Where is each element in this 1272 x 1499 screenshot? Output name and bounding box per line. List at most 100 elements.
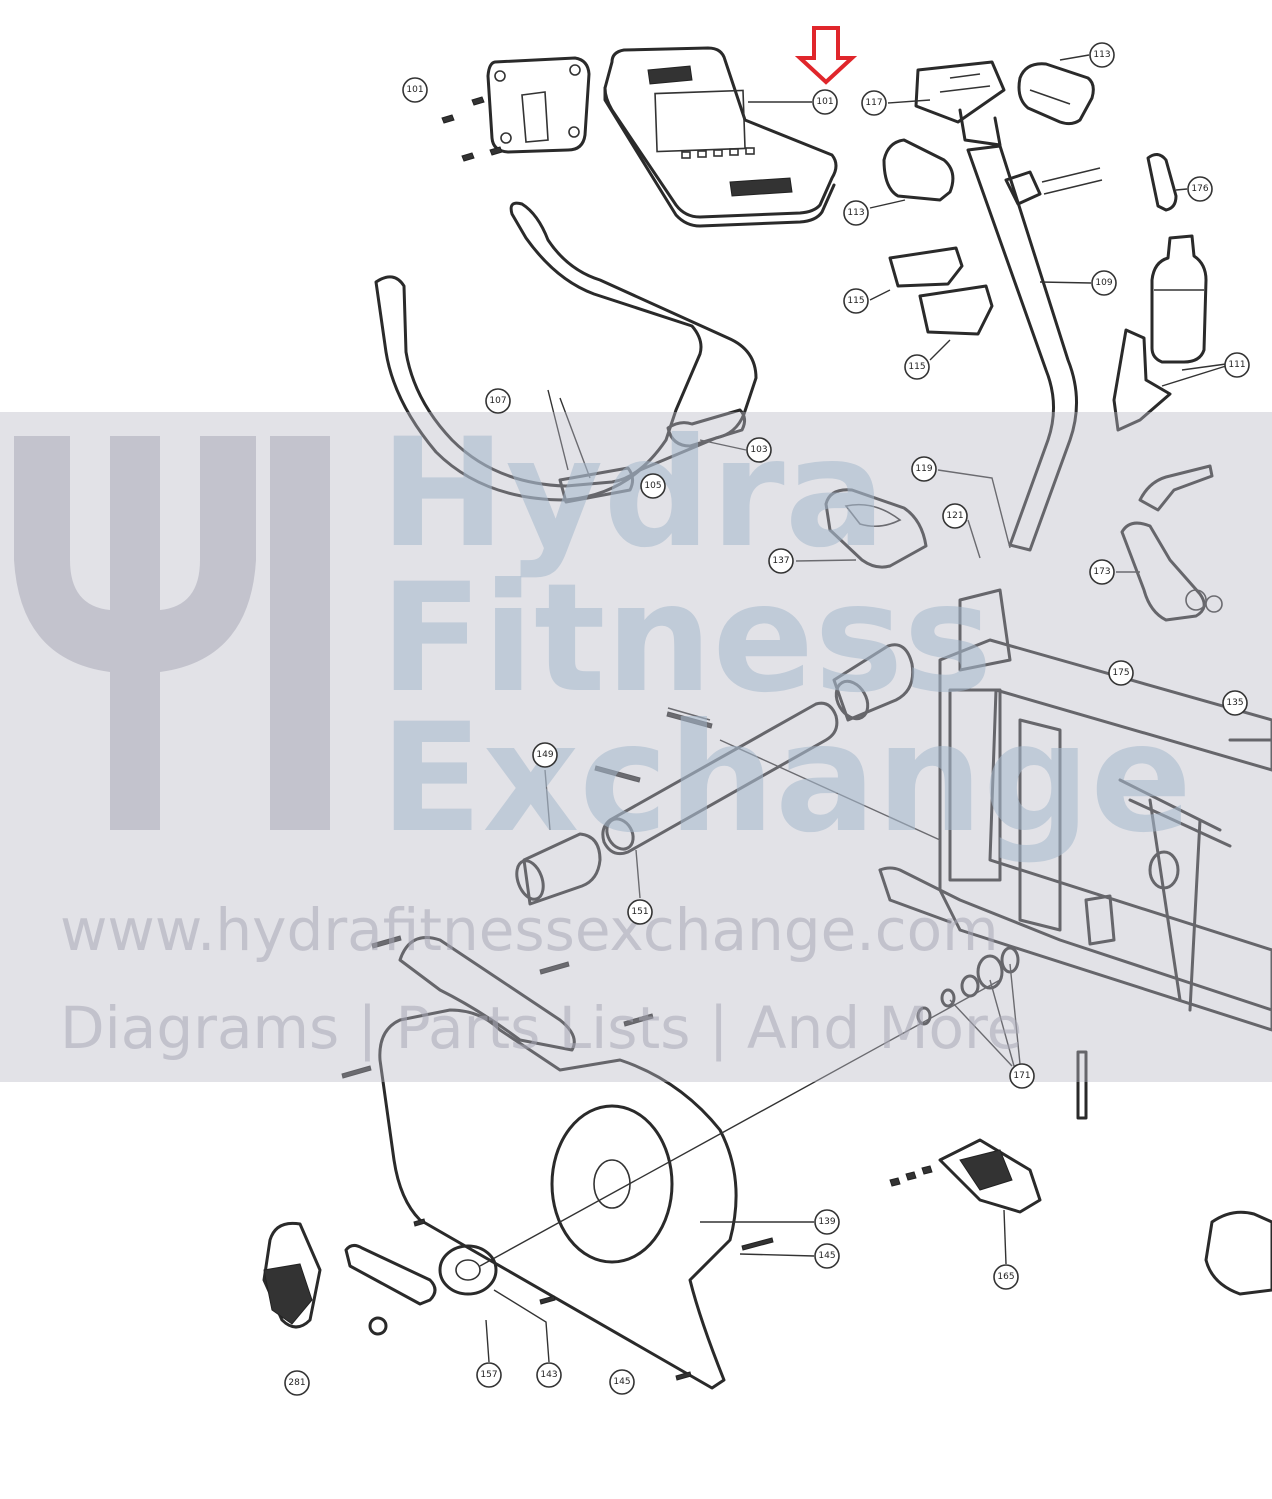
callout-label: 145: [613, 1377, 630, 1387]
callout-label: 111: [1228, 360, 1245, 370]
part-callout: 176: [1187, 176, 1213, 202]
part-callout: 145: [609, 1369, 635, 1395]
callout-label: 115: [847, 296, 864, 306]
callout-circle: [911, 456, 937, 482]
handlebar: [374, 201, 758, 504]
callout-circle: [1187, 176, 1213, 202]
callout-label: 109: [1095, 278, 1112, 288]
callout-label: 137: [772, 556, 789, 566]
magnet-brake: [938, 1050, 1272, 1296]
part-callout: 117: [861, 90, 887, 116]
watermark-line-3: Exchange: [380, 692, 1192, 866]
part-callout: 115: [904, 354, 930, 380]
brackets: [869, 246, 994, 361]
part-callout: 113: [1089, 42, 1115, 68]
upright-mast: [966, 144, 1092, 552]
main-frame: [878, 588, 1272, 1032]
adjustment-knob: [1004, 153, 1188, 212]
part-callout: 121: [942, 503, 968, 529]
watermark-line-1: Hydra: [380, 407, 886, 581]
callout-label: 115: [908, 362, 925, 372]
callout-label: 139: [818, 1217, 835, 1227]
callout-label: 143: [540, 1370, 557, 1380]
highlight-arrow-icon: [794, 26, 858, 85]
part-callout: 143: [536, 1362, 562, 1388]
pedal-crank: [262, 1221, 550, 1363]
part-callout: 173: [1089, 559, 1115, 585]
callout-label: 113: [847, 208, 864, 218]
part-callout: 175: [1108, 660, 1134, 686]
callout-label: 119: [915, 464, 932, 474]
part-callout: 145: [814, 1243, 840, 1269]
callout-circle: [768, 548, 794, 574]
callout-label: 117: [865, 98, 882, 108]
upper-shroud-left: [869, 138, 955, 209]
part-callout: 103: [746, 437, 772, 463]
watermark-band: [0, 412, 1272, 1082]
part-callout: 151: [627, 899, 653, 925]
callout-circle: [861, 90, 887, 116]
callout-circle: [1089, 559, 1115, 585]
callout-label: 173: [1093, 567, 1110, 577]
callout-label: 281: [288, 1378, 305, 1388]
part-callout: 119: [911, 456, 937, 482]
callout-label: 165: [997, 1272, 1014, 1282]
callout-label: 121: [946, 511, 963, 521]
upper-shroud-right: [1017, 54, 1095, 126]
callout-circle: [1222, 690, 1248, 716]
callout-circle: [609, 1369, 635, 1395]
callout-label: 107: [489, 396, 506, 406]
callout-circle: [814, 1243, 840, 1269]
watermark-website: www.hydrafitnessexchange.com: [60, 896, 999, 964]
water-bottle: [1112, 234, 1227, 432]
callout-circle: [1089, 42, 1115, 68]
part-callouts: 101 101 117 113 113 176 109 115 115 111 107 103 105 1…: [284, 42, 1250, 1396]
watermark-line-2: Fitness: [380, 552, 993, 726]
stabilizer-tube: [515, 643, 941, 906]
part-callout: 281: [284, 1370, 310, 1396]
callout-label: 175: [1112, 668, 1129, 678]
screws: [341, 711, 933, 1381]
callout-circle: [476, 1362, 502, 1388]
callout-circle: [1009, 1063, 1035, 1089]
callout-label: 101: [406, 85, 423, 95]
callout-label: 101: [816, 97, 833, 107]
part-callout: 165: [993, 1264, 1019, 1290]
callout-label: 157: [480, 1370, 497, 1380]
console-mount-bracket: [887, 60, 1006, 147]
callout-circle: [904, 354, 930, 380]
tension-assembly: [1116, 464, 1223, 622]
callout-label: 176: [1191, 184, 1208, 194]
callout-label: 149: [536, 750, 553, 760]
part-callout: 105: [640, 473, 666, 499]
callout-circle: [536, 1362, 562, 1388]
callout-label: 103: [750, 445, 767, 455]
callout-label: 171: [1013, 1071, 1030, 1081]
callout-circle: [746, 437, 772, 463]
console: [603, 46, 838, 228]
callout-circle: [627, 899, 653, 925]
part-callout: 113: [843, 200, 869, 226]
console-back-cover: [441, 56, 591, 162]
callout-label: 145: [818, 1251, 835, 1261]
callout-circle: [485, 388, 511, 414]
callout-circle: [812, 89, 838, 115]
part-callout: 115: [843, 288, 869, 314]
watermark-logo: [14, 436, 330, 830]
callout-label: 105: [644, 481, 661, 491]
callout-circle: [640, 473, 666, 499]
callout-circle: [284, 1370, 310, 1396]
part-callout: 101: [812, 89, 838, 115]
callout-circle: [843, 200, 869, 226]
part-callout: 135: [1222, 690, 1248, 716]
watermark: Hydra Fitness Exchange www.hydrafitnesse…: [0, 407, 1272, 1082]
bearings: [916, 946, 1021, 1067]
part-callout: 107: [485, 388, 511, 414]
callout-circle: [532, 742, 558, 768]
callout-circle: [1224, 352, 1250, 378]
mast-shroud: [795, 469, 1011, 569]
callout-circle: [402, 77, 428, 103]
callout-circle: [814, 1209, 840, 1235]
part-callout: 101: [402, 77, 428, 103]
